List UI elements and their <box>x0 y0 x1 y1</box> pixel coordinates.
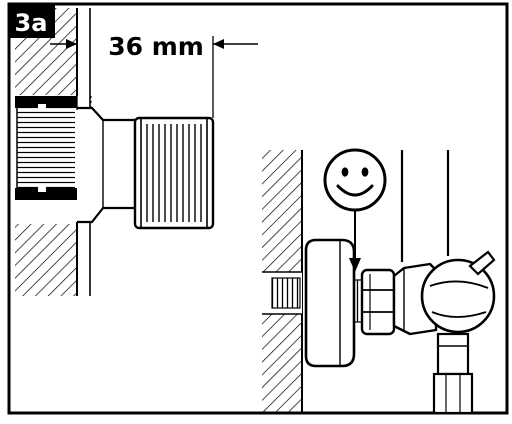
valve-body <box>392 150 496 415</box>
cover-rosette <box>304 238 356 368</box>
right-wall <box>262 150 303 413</box>
step-badge: 3a <box>9 4 55 38</box>
indicator-arrow <box>349 210 361 272</box>
smiley-face-icon <box>323 148 387 212</box>
wall-fitting-section <box>15 96 77 200</box>
extension-piece <box>77 106 215 230</box>
dimension-annotation: 36 mm <box>50 22 258 118</box>
dimension-label: 36 mm <box>108 32 204 61</box>
hex-nut <box>360 268 396 336</box>
step-label: 3a <box>15 9 48 37</box>
